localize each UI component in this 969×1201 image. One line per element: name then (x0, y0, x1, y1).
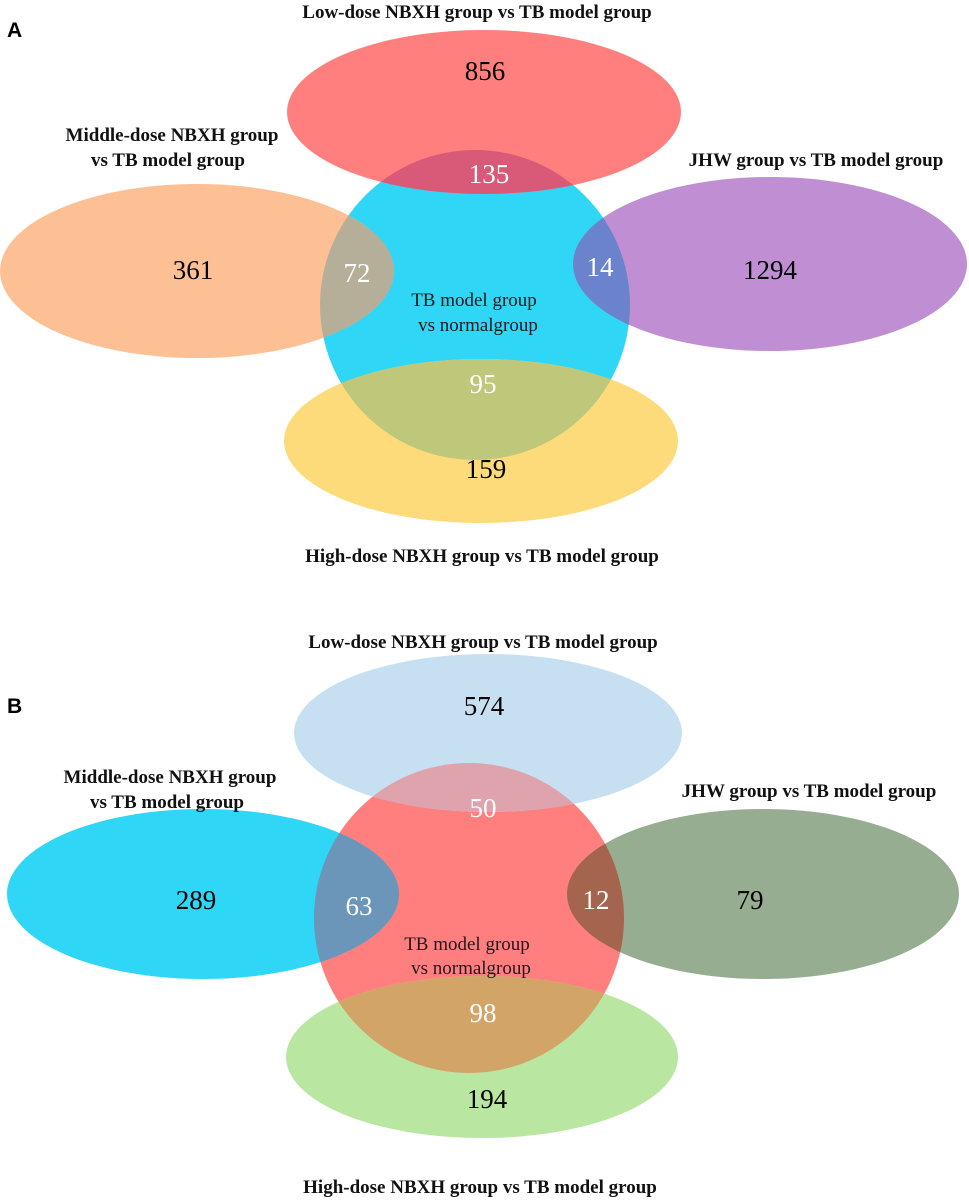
count-right-only-b: 79 (737, 885, 764, 915)
overlap-bottom-center-b (314, 976, 624, 1073)
label-left-a-line2: vs TB model group (91, 150, 245, 171)
label-bottom-a: High-dose NBXH group vs TB model group (305, 546, 659, 567)
label-center-b-line1: TB model group (404, 934, 530, 955)
panel-b: B Low-dose NBXH group vs TB model group … (7, 632, 959, 1198)
label-center-b-line2: vs normalgroup (411, 958, 531, 979)
label-top-b: Low-dose NBXH group vs TB model group (308, 632, 657, 653)
count-left-only-b: 289 (176, 885, 217, 915)
panel-letter-a: A (7, 19, 22, 42)
count-bottom-center-b: 98 (470, 998, 497, 1028)
set-top-b (294, 654, 682, 812)
count-right-center-a: 14 (587, 252, 615, 282)
label-center-a-line1: TB model group (411, 290, 537, 311)
label-bottom-b: High-dose NBXH group vs TB model group (303, 1177, 657, 1198)
count-top-only-b: 574 (464, 691, 505, 721)
count-left-center-a: 72 (344, 258, 371, 288)
label-left-a-line1: Middle-dose NBXH group (66, 125, 279, 146)
count-top-only-a: 856 (465, 56, 506, 86)
panel-a: A Low-dose NBXH group vs TB model group … (0, 2, 967, 567)
label-top-a: Low-dose NBXH group vs TB model group (302, 2, 651, 23)
panel-letter-b: B (7, 695, 22, 718)
set-right-a (573, 177, 967, 351)
label-right-a: JHW group vs TB model group (689, 150, 944, 171)
count-top-center-b: 50 (470, 793, 497, 823)
label-left-b-line1: Middle-dose NBXH group (64, 767, 277, 788)
count-top-center-a: 135 (469, 159, 510, 189)
count-right-only-a: 1294 (743, 255, 798, 285)
label-left-b-line2: vs TB model group (90, 792, 244, 813)
count-bottom-center-a: 95 (470, 369, 497, 399)
count-bottom-only-a: 159 (466, 454, 507, 484)
label-right-b: JHW group vs TB model group (682, 781, 937, 802)
overlap-bottom-center-a (320, 359, 630, 460)
count-right-center-b: 12 (583, 885, 610, 915)
set-top-a (287, 30, 681, 194)
set-right-b (567, 809, 959, 979)
label-center-a-line2: vs normalgroup (418, 315, 538, 336)
count-left-center-b: 63 (346, 891, 373, 921)
count-left-only-a: 361 (173, 255, 214, 285)
count-bottom-only-b: 194 (467, 1084, 508, 1114)
set-left-a (0, 184, 394, 358)
set-left-b (7, 809, 399, 979)
